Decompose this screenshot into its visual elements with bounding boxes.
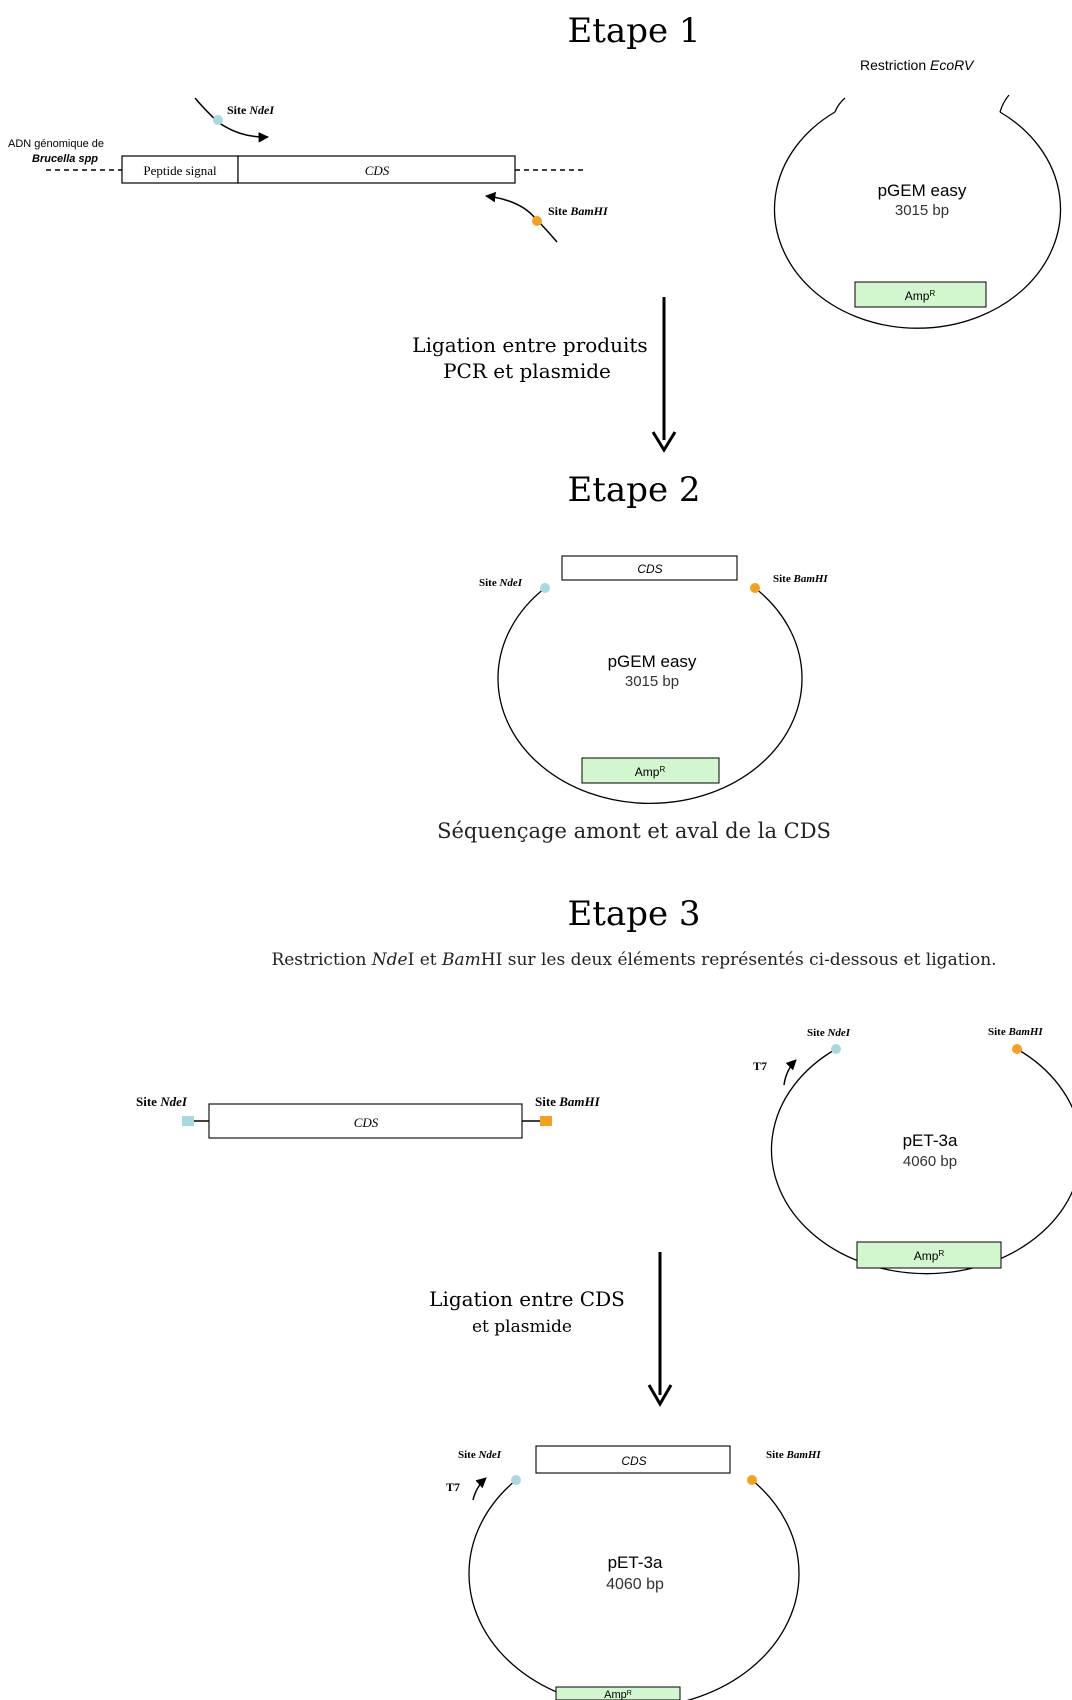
insert-bamhi-end [540,1116,552,1126]
final-plasmid-name: pET-3a [608,1553,663,1572]
plasmid-size-2: 3015 bp [625,673,679,690]
plasmid-name-3: pET-3a [903,1131,958,1150]
ndei-site-dot [213,115,223,125]
restriction-label: Restriction EcoRV [860,57,975,73]
ampr-box-2 [581,757,720,784]
pet3a-open-plasmid [770,1048,1072,1275]
pgem-open-plasmid [773,111,1062,329]
plasmid-size-3: 4060 bp [903,1153,957,1170]
insert-site-ndei-label: Site NdeI [136,1094,188,1109]
cds-box [237,155,516,184]
vec-ndei-dot [831,1044,841,1054]
final-plasmid-size: 4060 bp [606,1576,664,1593]
bamhi-site-dot-2 [750,583,760,593]
ligation-1-line1: Ligation entre produits [412,333,647,357]
insert-ndei-end [182,1116,194,1126]
final-site-bamhi-label: Site BamHI [766,1449,821,1461]
ampr-label-1: AmpR [905,289,936,304]
ligation-2-line2: et plasmide [472,1317,572,1337]
final-cds-label: CDS [621,1454,646,1468]
final-cds-box [535,1445,731,1474]
ecorv-cut-right [999,94,1010,113]
ampr-label-2: AmpR [635,765,666,780]
pgem-recombinant-plasmid [497,587,803,804]
ampr-box-1 [854,281,987,308]
site-bamhi-label-2: Site BamHI [773,573,828,585]
ligation-1-line2: PCR et plasmide [443,359,611,383]
ampr-box-3 [856,1241,1002,1269]
ndei-site-dot-2 [540,583,550,593]
peptide-signal-label: Peptide signal [143,163,217,178]
ampr-label-3: AmpR [914,1249,945,1264]
t7-promoter-arrow [783,1059,797,1086]
t7-label: T7 [753,1059,767,1073]
step2-title: Etape 2 [567,470,700,510]
final-bamhi-dot [747,1475,757,1485]
process-arrow-1-head [651,431,677,453]
site-ndei-label-2: Site NdeI [479,577,523,589]
vec-bamhi-dot [1012,1044,1022,1054]
final-t7-promoter-arrow [472,1477,487,1501]
step3-title: Etape 3 [567,894,700,934]
cds-label-2: CDS [637,562,662,576]
plasmid-size-1: 3015 bp [895,202,949,219]
final-site-ndei-label: Site NdeI [458,1449,502,1461]
vec-site-bamhi-label: Site BamHI [988,1026,1043,1038]
insert-cds-box [208,1103,523,1139]
plasmid-name-2: pGEM easy [608,652,697,671]
vec-site-ndei-label: Site NdeI [807,1027,851,1039]
step3-description: Restriction NdeI et BamHI sur les deux é… [271,950,996,970]
site-bamhi-label: Site BamHI [548,204,609,218]
site-ndei-label: Site NdeI [227,103,275,117]
ampr-label-4: AmpR [604,1689,632,1700]
final-t7-label: T7 [446,1480,460,1494]
cds-label: CDS [365,163,390,178]
genomic-dna-label: ADN génomique de [8,138,104,150]
process-arrow-2-head [647,1384,673,1407]
pet3a-final-plasmid [468,1479,800,1700]
ampr-box-4 [555,1686,681,1700]
ecorv-cut-left [834,97,846,113]
sequencing-caption: Séquençage amont et aval de la CDS [437,819,831,843]
cds-box-2 [561,555,738,581]
plasmid-name-1: pGEM easy [878,181,967,200]
insert-site-bamhi-label: Site BamHI [535,1094,601,1109]
reverse-primer [484,191,558,243]
organism-label: Brucella spp [32,153,98,165]
ligation-2-line1: Ligation entre CDS [429,1287,625,1311]
step1-title: Etape 1 [567,11,700,51]
bamhi-site-dot [532,216,542,226]
insert-cds-label: CDS [354,1115,379,1130]
final-ndei-dot [511,1475,521,1485]
